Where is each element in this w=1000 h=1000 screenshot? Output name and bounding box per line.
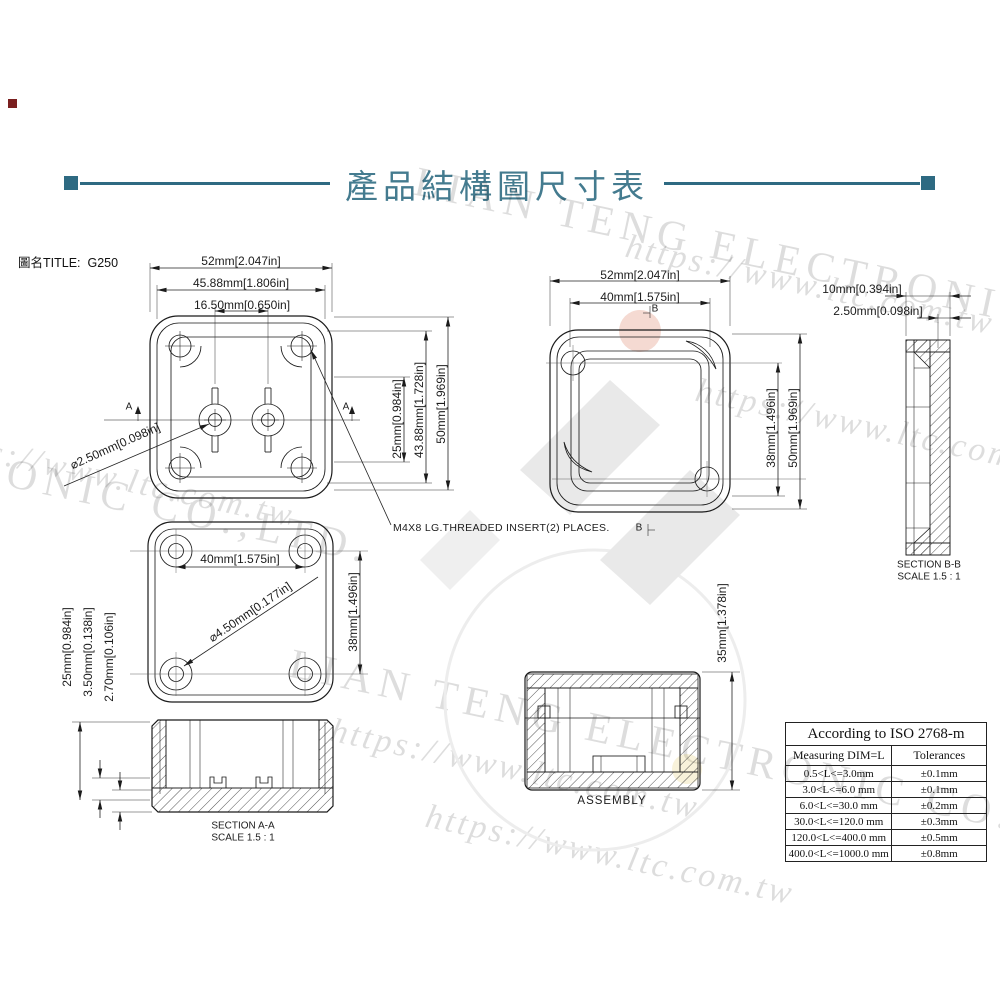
base-dimensions	[72, 551, 363, 830]
section-line-b-b	[643, 306, 655, 536]
section-marker-label: B	[651, 303, 659, 315]
dim-label: 38mm[1.496in]	[346, 572, 360, 652]
section-bb-dimensions	[885, 292, 971, 348]
dim-label: 16.50mm[0.650in]	[193, 298, 291, 312]
box-dimensions	[549, 276, 807, 510]
dim-range: 30.0<L<=120.0 mm	[786, 814, 893, 829]
floor-boss	[255, 776, 273, 788]
tolerance-value: ±0.2mm	[920, 799, 958, 812]
table-row: 3.0<L<=6.0 mm ±0.1mm	[786, 782, 986, 798]
dim-label: 50mm[1.969in]	[786, 388, 800, 468]
bottom-boss	[592, 755, 646, 773]
table-row: 0.5<L<=3.0mm ±0.1mm	[786, 766, 986, 782]
drawing-number-label: 圖名TITLE:	[18, 256, 81, 270]
col-header-tol: Tolerances	[913, 748, 966, 762]
dim-label: 25mm[0.984in]	[60, 607, 74, 687]
dim-label: 25mm[0.984in]	[390, 379, 404, 459]
section-aa-view	[151, 719, 334, 813]
table-row: 400.0<L<=1000.0 mm ±0.8mm	[786, 846, 986, 861]
drawing-number-value: G250	[87, 256, 119, 270]
dim-range: 120.0<L<=400.0 mm	[786, 830, 893, 845]
section-label: SECTION A-A	[211, 820, 275, 832]
corner-pocket	[563, 441, 593, 473]
corner-screw-holes	[165, 331, 317, 483]
assembly-view	[524, 671, 740, 791]
leader-label: ⌀2.50mm[0.098in]	[68, 419, 162, 473]
tolerance-value: ±0.1mm	[920, 767, 958, 780]
tolerance-value: ±0.8mm	[920, 847, 958, 860]
dim-label: 40mm[1.575in]	[600, 290, 680, 304]
dim-label: 52mm[2.047in]	[600, 268, 680, 282]
table-row: 6.0<L<=30.0 mm ±0.2mm	[786, 798, 986, 814]
latch-detail	[674, 705, 688, 719]
tolerance-value: ±0.3mm	[920, 815, 958, 828]
drawing-number: 圖名TITLE: G250	[18, 252, 118, 271]
box-top-view	[546, 276, 807, 536]
lid-dimensions	[63, 263, 454, 526]
section-scale-label: SCALE 1.5 : 1	[897, 571, 961, 583]
floor-boss	[209, 776, 227, 788]
dim-label: 40mm[1.575in]	[200, 552, 280, 566]
sheet-corner-mark	[8, 99, 17, 108]
tolerance-value: ±0.1mm	[920, 783, 958, 796]
tolerance-table-title: According to ISO 2768-m	[786, 723, 986, 746]
section-marker-label: A	[125, 401, 133, 413]
col-header-dim: Measuring DIM=L	[786, 746, 893, 765]
table-row: 30.0<L<=120.0 mm ±0.3mm	[786, 814, 986, 830]
table-row: 120.0<L<=400.0 mm ±0.5mm	[786, 830, 986, 846]
assembly-dimensions	[702, 671, 740, 791]
dim-label: 35mm[1.378in]	[715, 583, 729, 663]
dim-label: 10mm[0.394in]	[822, 282, 902, 296]
title-end-square-left	[64, 176, 78, 190]
dim-label: 50mm[1.969in]	[434, 364, 448, 444]
insert-note: M4X8 LG.THREADED INSERT(2) PLACES.	[393, 522, 610, 534]
dim-label: 43.88mm[1.728in]	[412, 361, 426, 459]
dim-range: 3.0<L<=6.0 mm	[786, 782, 893, 797]
title-rule-left	[80, 182, 330, 185]
box-holes	[546, 345, 806, 497]
section-line-a-a	[104, 406, 360, 421]
dim-label: 38mm[1.496in]	[764, 388, 778, 468]
dim-label: 52mm[2.047in]	[201, 254, 281, 268]
tolerance-table: According to ISO 2768-m Measuring DIM=L …	[785, 722, 987, 862]
tolerance-table-header: Measuring DIM=L Tolerances	[786, 746, 986, 766]
section-marker-label: B	[635, 522, 643, 534]
tolerance-value: ±0.5mm	[920, 831, 958, 844]
section-bb-view	[885, 292, 971, 556]
dim-range: 6.0<L<=30.0 mm	[786, 798, 893, 813]
logo-accent-circle	[619, 310, 661, 352]
corner-pocket	[685, 340, 717, 370]
section-marker-label: A	[342, 401, 350, 413]
base-view	[72, 521, 368, 830]
dim-label: 2.70mm[0.106in]	[102, 612, 116, 702]
dim-label: 2.50mm[0.098in]	[833, 304, 923, 318]
assembly-label: ASSEMBLY	[577, 795, 647, 807]
lid-top-view	[63, 263, 454, 526]
leader-label: ⌀4.50mm[0.177in]	[206, 579, 294, 645]
section-label: SECTION B-B	[897, 559, 961, 571]
dim-range: 400.0<L<=1000.0 mm	[786, 846, 893, 861]
title-rule-right	[664, 182, 920, 185]
latch-detail	[537, 705, 551, 719]
dim-label: 3.50mm[0.138in]	[81, 607, 95, 697]
section-scale-label: SCALE 1.5 : 1	[211, 832, 275, 844]
dim-range: 0.5<L<=3.0mm	[786, 766, 893, 781]
dim-label: 45.88mm[1.806in]	[192, 276, 290, 290]
page-title: 產品結構圖尺寸表	[345, 168, 649, 205]
title-end-square-right	[921, 176, 935, 190]
